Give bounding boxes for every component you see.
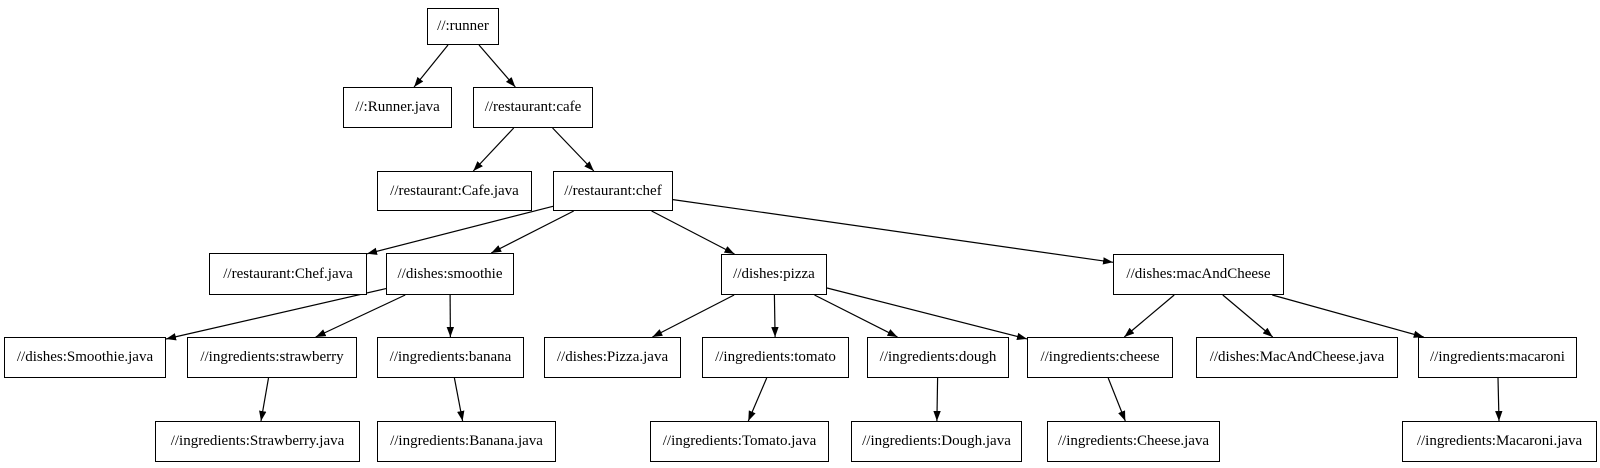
graph-node-runner: //:runner	[427, 8, 499, 45]
graph-node-banana-java: //ingredients:Banana.java	[377, 421, 556, 462]
node-label: //restaurant:cafe	[484, 99, 582, 115]
node-label: //dishes:Pizza.java	[556, 349, 669, 365]
graph-node-cafe-java: //restaurant:Cafe.java	[377, 171, 532, 211]
edge-mac-and-cheese-to-macaroni	[1272, 294, 1424, 338]
node-label: //ingredients:Macaroni.java	[1416, 433, 1583, 449]
edge-cheese-to-cheese-java	[1107, 377, 1126, 422]
edge-banana-to-banana-java	[453, 377, 465, 422]
graph-node-dough-java: //ingredients:Dough.java	[851, 421, 1022, 462]
node-label: //restaurant:Chef.java	[223, 265, 353, 282]
edge-smoothie-to-strawberry	[315, 294, 406, 338]
graph-node-dough: //ingredients:dough	[867, 337, 1009, 378]
node-label: //ingredients:Tomato.java	[662, 433, 817, 449]
graph-node-chef-java: //restaurant:Chef.java	[209, 253, 367, 295]
node-label: //dishes:MacAndCheese.java	[1209, 349, 1385, 365]
edge-cafe-to-chef	[552, 127, 595, 172]
node-label: //dishes:pizza	[733, 266, 815, 282]
edge-runner-to-runner-java	[413, 44, 449, 88]
graph-node-chef: //restaurant:chef	[553, 171, 673, 211]
graph-node-banana: //ingredients:banana	[377, 337, 524, 378]
graph-node-macaroni-java: //ingredients:Macaroni.java	[1402, 421, 1597, 462]
edge-chef-to-chef-java	[366, 205, 554, 255]
node-label: //dishes:macAndCheese	[1126, 266, 1271, 282]
graph-node-macaroni: //ingredients:macaroni	[1418, 337, 1577, 378]
node-label: //dishes:smoothie	[397, 265, 503, 282]
edge-pizza-to-cheese	[826, 287, 1028, 341]
edge-pizza-to-tomato	[771, 294, 779, 338]
graph-node-strawberry-java: //ingredients:Strawberry.java	[155, 421, 360, 462]
graph-node-mac-and-cheese: //dishes:macAndCheese	[1113, 254, 1284, 295]
graph-node-cheese: //ingredients:cheese	[1027, 337, 1173, 378]
node-label: //ingredients:tomato	[715, 349, 836, 365]
node-label: //restaurant:Cafe.java	[390, 182, 519, 199]
edge-mac-and-cheese-to-mac-and-cheese-java	[1222, 294, 1274, 338]
node-label: //ingredients:Dough.java	[862, 433, 1011, 449]
node-label: //:runner	[437, 18, 489, 34]
edge-pizza-to-dough	[814, 294, 898, 338]
edge-chef-to-mac-and-cheese	[672, 199, 1114, 265]
graph-node-strawberry: //ingredients:strawberry	[187, 337, 357, 378]
graph-node-mac-and-cheese-java: //dishes:MacAndCheese.java	[1196, 337, 1398, 378]
node-label: //ingredients:strawberry	[200, 349, 344, 365]
node-label: //:Runner.java	[355, 99, 440, 115]
node-label: //ingredients:banana	[389, 349, 512, 365]
node-label: //ingredients:cheese	[1040, 349, 1160, 365]
node-label: //ingredients:Cheese.java	[1057, 433, 1210, 449]
graph-node-smoothie: //dishes:smoothie	[386, 253, 514, 295]
node-label: //ingredients:dough	[879, 349, 997, 365]
graph-node-tomato-java: //ingredients:Tomato.java	[650, 421, 829, 462]
graph-node-cheese-java: //ingredients:Cheese.java	[1047, 421, 1220, 462]
edge-macaroni-to-macaroni-java	[1495, 377, 1503, 422]
edge-cafe-to-cafe-java	[472, 127, 515, 172]
graph-node-pizza: //dishes:pizza	[721, 254, 827, 295]
edge-group	[165, 44, 1503, 422]
edge-runner-to-cafe	[478, 44, 516, 88]
edge-smoothie-to-smoothie-java	[165, 288, 387, 341]
edge-dough-to-dough-java	[933, 377, 941, 422]
node-label: //restaurant:chef	[564, 182, 662, 199]
graph-node-cafe: //restaurant:cafe	[473, 87, 593, 128]
graph-node-runner-java: //:Runner.java	[343, 87, 452, 128]
graph-node-smoothie-java: //dishes:Smoothie.java	[4, 337, 166, 378]
edge-mac-and-cheese-to-cheese	[1123, 294, 1175, 338]
edge-chef-to-pizza	[651, 210, 735, 255]
edge-chef-to-smoothie	[490, 210, 574, 254]
edge-pizza-to-pizza-java	[652, 294, 735, 338]
edge-tomato-to-tomato-java	[747, 377, 768, 422]
edge-strawberry-to-strawberry-java	[259, 377, 270, 422]
node-label: //ingredients:Strawberry.java	[170, 433, 345, 449]
graph-node-pizza-java: //dishes:Pizza.java	[544, 337, 681, 378]
node-label: //ingredients:macaroni	[1430, 349, 1565, 365]
node-label: //dishes:Smoothie.java	[16, 349, 154, 365]
graph-node-tomato: //ingredients:tomato	[702, 337, 849, 378]
node-label: //ingredients:Banana.java	[390, 433, 543, 449]
